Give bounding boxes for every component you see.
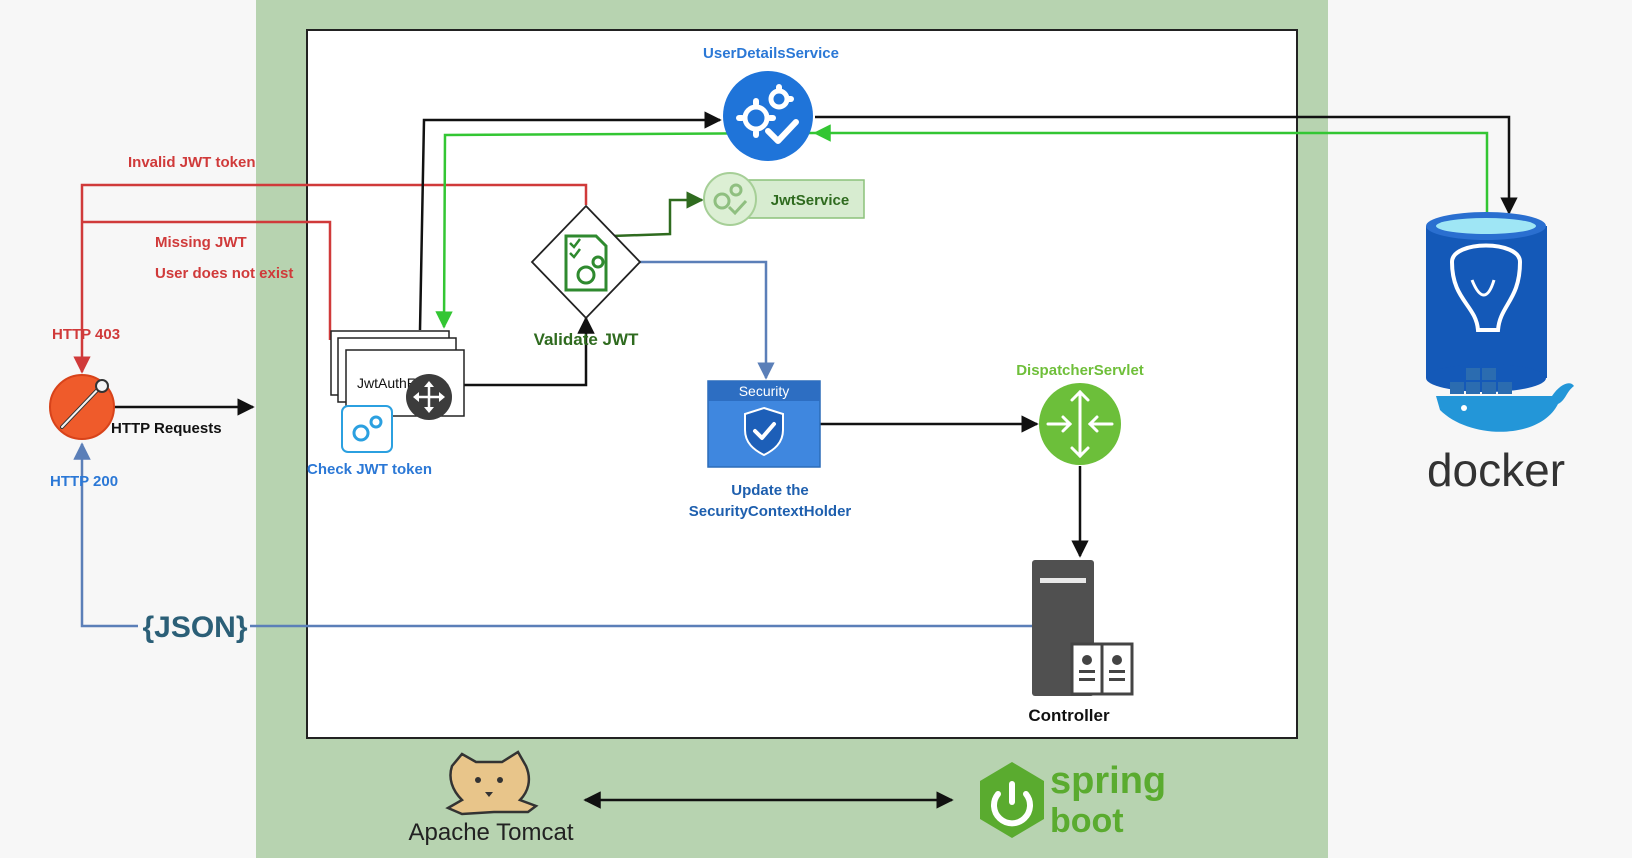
filter-to-validate-line [463, 316, 595, 387]
shield-check-icon [744, 406, 784, 457]
missing-jwt-label: Missing JWT [155, 234, 247, 251]
move-cursor-icon[interactable] [406, 374, 452, 420]
docker-label: docker [1427, 444, 1565, 496]
userdetails-to-db-line [815, 115, 1518, 215]
json-label-bg [138, 606, 250, 646]
filter-to-userdetails-line [418, 111, 722, 331]
security-header-bar [708, 381, 820, 401]
invalid-jwt-line [73, 183, 588, 374]
controller-label: Controller [1028, 706, 1110, 725]
validate-to-jwtservice-line [611, 191, 704, 238]
server-book-icon [1032, 560, 1134, 696]
invalid-jwt-label: Invalid JWT token [128, 154, 256, 171]
validate-jwt-label: Validate JWT [534, 330, 639, 349]
gears-check-icon [723, 71, 813, 161]
userdetails-to-filter-line [435, 131, 816, 329]
validate-to-security-line [640, 260, 775, 380]
postgres-docker-icon [1426, 212, 1574, 432]
json-response-line [73, 442, 1032, 628]
gears-check-icon [703, 172, 757, 226]
db-to-userdetails-line [813, 124, 1489, 213]
tomcat-cat-icon [445, 750, 539, 816]
spring-label: spring [1050, 760, 1166, 802]
gears-icon [341, 405, 393, 453]
missing-jwt-line [82, 220, 332, 340]
postman-icon [49, 374, 115, 440]
update-line2-label: SecurityContextHolder [689, 503, 852, 520]
dispatcher-servlet-label: DispatcherServlet [1016, 362, 1144, 379]
apache-tomcat-label: Apache Tomcat [409, 819, 574, 846]
boot-label: boot [1050, 802, 1124, 840]
http-requests-label: HTTP Requests [111, 420, 222, 437]
http-403-label: HTTP 403 [52, 326, 120, 343]
jwtservice-label: JwtService [771, 192, 849, 209]
userdetails-service-label: UserDetailsService [703, 45, 839, 62]
security-header-label: Security [739, 383, 790, 399]
user-not-exist-label: User does not exist [155, 265, 293, 282]
merge-arrows-icon [1039, 383, 1121, 465]
update-line1-label: Update the [731, 482, 809, 499]
power-icon [980, 762, 1044, 838]
http-200-label: HTTP 200 [50, 473, 118, 490]
document-gears-icon [564, 234, 608, 292]
check-jwt-token-label: Check JWT token [307, 461, 432, 478]
json-label: {JSON} [142, 611, 247, 644]
